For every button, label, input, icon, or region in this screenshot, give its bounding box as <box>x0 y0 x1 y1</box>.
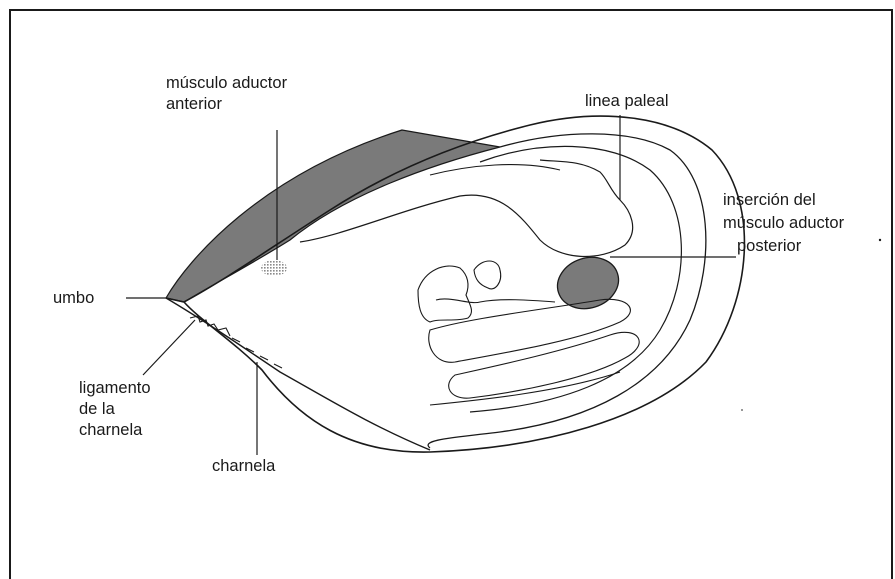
pallial-line-2 <box>430 165 560 175</box>
label-insercion-musculo-aductor-posterior: inserción del músculo aductor posterior <box>723 189 844 258</box>
label-musculo-aductor-anterior: músculo aductor anterior <box>166 73 287 115</box>
speck-2 <box>741 409 743 411</box>
shell-outline <box>166 116 744 452</box>
dorsal-shaded-band <box>166 130 500 302</box>
label-linea-paleal: linea paleal <box>585 91 668 112</box>
label-charnela: charnela <box>212 456 275 477</box>
gill-band-1 <box>429 299 631 362</box>
organ-outline-1 <box>418 266 472 322</box>
label-umbo: umbo <box>53 288 94 309</box>
organ-outline-3 <box>436 299 555 303</box>
anterior-adductor-muscle <box>261 260 287 276</box>
leader-ligamento <box>143 320 195 375</box>
organ-outline-2 <box>474 261 501 289</box>
speck <box>879 239 881 241</box>
gill-band-2 <box>449 332 640 398</box>
label-ligamento-de-la-charnela: ligamento de la charnela <box>79 378 151 441</box>
mussel-shell-diagram <box>0 0 895 561</box>
gill-band-3 <box>430 372 620 405</box>
